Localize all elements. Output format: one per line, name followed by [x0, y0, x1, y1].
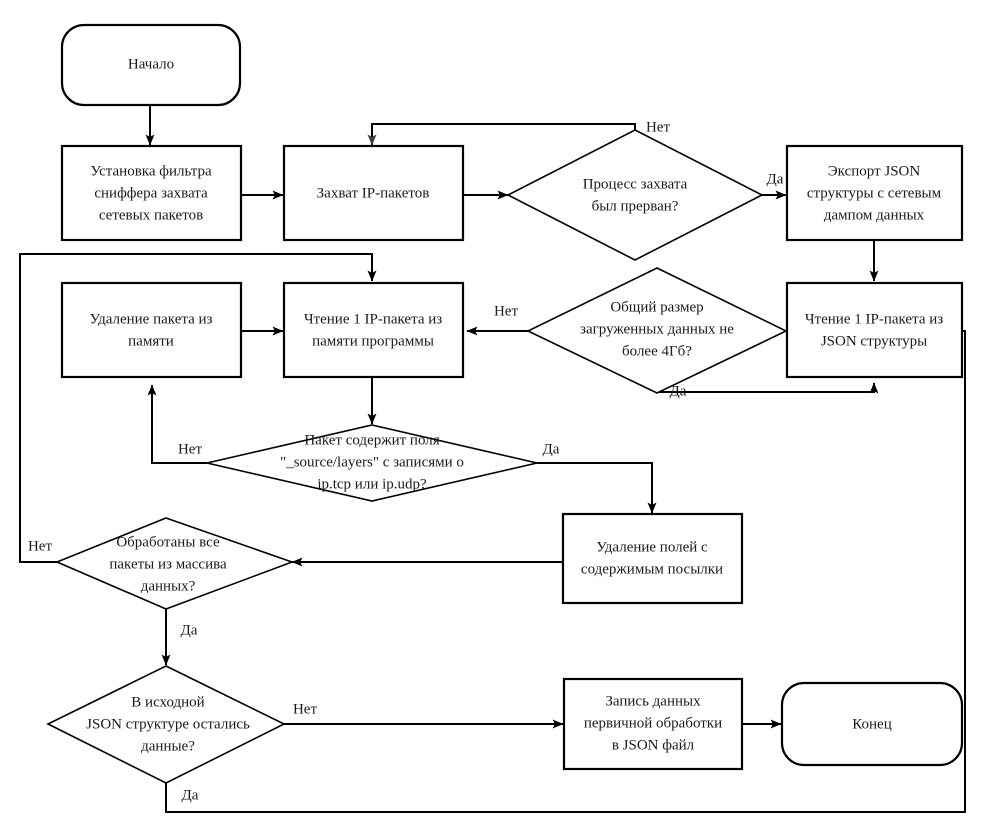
node-export-json: Экспорт JSON структуры с сетевым дампом …	[785, 144, 964, 242]
node-all-processed-line2: пакеты из массива	[109, 556, 227, 572]
node-has-layers-line3: ip.tcp или ip.udp?	[317, 476, 427, 492]
node-size-check-line1: Общий размер	[610, 299, 703, 315]
node-set-filter: Установка фильтра сниффера захвата сетев…	[60, 144, 243, 242]
node-end-label: Конец	[852, 716, 891, 732]
node-end: Конец	[780, 681, 964, 767]
node-write-result-line1: Запись данных	[605, 693, 701, 709]
node-has-layers-line1: Пакет содержит поля	[304, 432, 439, 448]
edge-label-json-yes: Да	[182, 787, 199, 803]
node-json-has-data-line3: данные?	[141, 738, 195, 754]
node-size-check-line2: загруженных данных не	[580, 321, 734, 337]
node-export-json-line3: дампом данных	[824, 207, 925, 223]
node-write-result-line3: в JSON файл	[612, 737, 695, 753]
node-write-result: Запись данных первичной обработки в JSON…	[562, 677, 744, 771]
node-delete-packet-line2: памяти	[128, 333, 174, 349]
node-read-from-json-line2: JSON структуры	[821, 333, 927, 349]
node-delete-packet: Удаление пакета из памяти	[60, 281, 243, 379]
node-read-from-memory-line1: Чтение 1 IP-пакета из	[304, 311, 442, 327]
node-has-layers-line2: "_source/layers" с записями о	[280, 454, 464, 470]
node-all-processed-line3: данных?	[141, 578, 196, 594]
edge-has-layers-no-to-delete	[147, 384, 207, 464]
edge-label-json-no: Нет	[293, 701, 317, 717]
node-capture-interrupted: Процесс захвата был прерван?	[506, 129, 764, 261]
node-strip-payload-line2: содержимым посылки	[581, 561, 723, 577]
node-set-filter-line3: сетевых пакетов	[99, 207, 203, 223]
node-write-result-line2: первичной обработки	[584, 715, 722, 731]
node-has-layers: Пакет содержит поля "_source/layers" с з…	[206, 424, 538, 502]
node-capture-label: Захват IP-пакетов	[317, 185, 430, 201]
node-json-has-data-line2: JSON структуре остались	[86, 716, 250, 732]
node-json-has-data: В исходной JSON структуре остались данны…	[46, 665, 286, 784]
node-capture: Захват IP-пакетов	[282, 144, 465, 242]
node-export-json-line1: Экспорт JSON	[828, 163, 921, 179]
edge-label-all-processed-yes: Да	[181, 622, 198, 638]
node-size-check-line3: более 4Гб?	[622, 343, 692, 359]
node-read-from-memory: Чтение 1 IP-пакета из памяти программы	[282, 281, 465, 379]
edge-label-layers-yes: Да	[543, 441, 560, 457]
edge-label-size-yes: Да	[670, 383, 687, 399]
node-all-processed: Обработаны все пакеты из массива данных?	[54, 517, 295, 610]
edge-has-layers-yes-to-strip	[537, 462, 657, 514]
node-capture-interrupted-line2: был прерван?	[592, 198, 679, 214]
edge-label-size-no: Нет	[494, 303, 518, 319]
node-delete-packet-line1: Удаление пакета из	[90, 311, 213, 327]
node-all-processed-line1: Обработаны все	[116, 534, 220, 550]
edge-label-all-processed-no: Нет	[28, 538, 52, 554]
node-strip-payload: Удаление полей с содержимым посылки	[561, 512, 744, 605]
node-strip-payload-line1: Удаление полей с	[596, 539, 708, 555]
edge-all-processed-no-loop	[19, 253, 377, 563]
edge-label-layers-no: Нет	[178, 441, 202, 457]
node-set-filter-line1: Установка фильтра	[90, 163, 212, 179]
edge-label-capture-no: Нет	[646, 119, 670, 135]
node-start-label: Начало	[128, 56, 174, 72]
edge-size-yes-to-read-json	[656, 377, 879, 394]
node-read-from-json: Чтение 1 IP-пакета из JSON структуры	[785, 281, 964, 379]
node-size-check: Общий размер загруженных данных не более…	[526, 267, 788, 394]
edge-label-capture-yes: Да	[767, 171, 784, 187]
node-read-from-memory-line2: памяти программы	[312, 333, 434, 349]
node-export-json-line2: структуры с сетевым	[807, 185, 942, 201]
node-capture-interrupted-line1: Процесс захвата	[583, 176, 688, 192]
node-read-from-json-line1: Чтение 1 IP-пакета из	[805, 311, 943, 327]
node-json-has-data-line1: В исходной	[131, 694, 204, 710]
node-start: Начало	[60, 23, 242, 107]
node-set-filter-line2: сниффера захвата	[94, 185, 208, 201]
